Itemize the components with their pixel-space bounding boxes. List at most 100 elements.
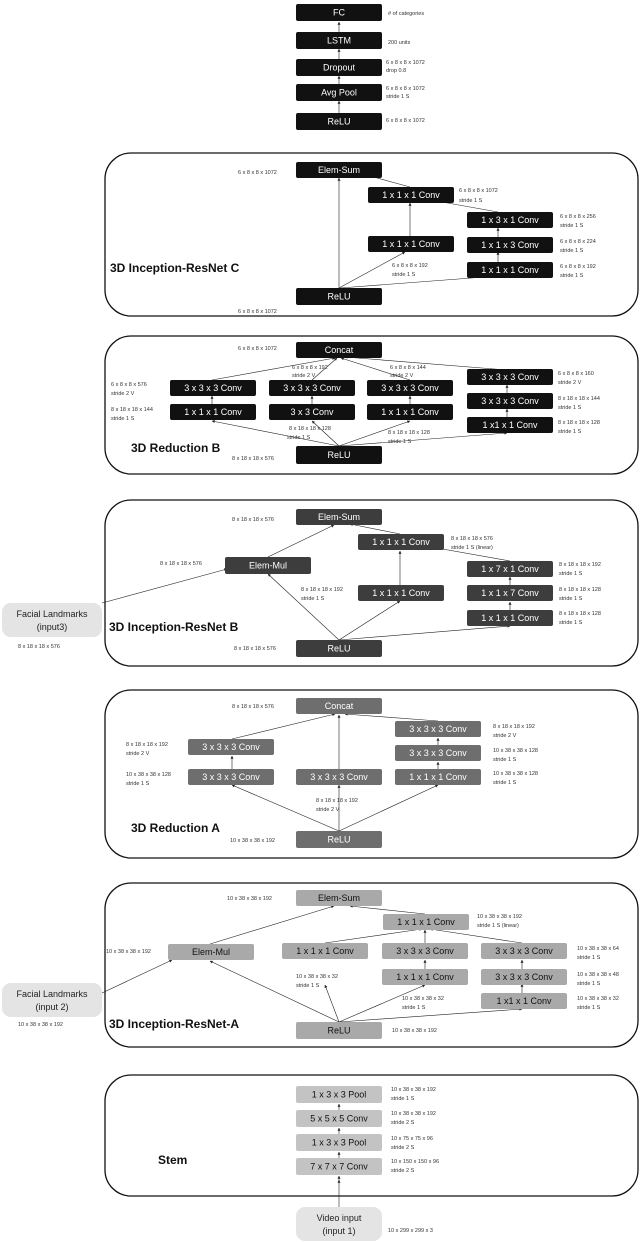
b-note-r1a: 8 x 18 x 18 x 192 — [559, 562, 601, 568]
a-note-c2b: stride 1 S — [402, 1005, 426, 1011]
b-r2-box — [467, 585, 553, 601]
b-relu-label: ReLU — [327, 644, 350, 654]
b-note-r1b: stride 1 S — [559, 571, 583, 577]
c-conv-a-box — [368, 187, 454, 203]
landmarks-input3-label: Facial Landmarks — [16, 609, 88, 619]
ra-relu-box — [296, 831, 382, 848]
a-c3b-box — [481, 969, 567, 985]
rb-note-c1a1: 6 x 8 x 8 x 576 — [111, 382, 147, 388]
c-note-b1: 6 x 8 x 8 x 256 — [560, 214, 596, 220]
stem-p2-box — [296, 1110, 382, 1127]
ra-note-r1b: stride 2 V — [493, 733, 517, 739]
video-input-box — [296, 1207, 382, 1241]
c-conv-e-box — [467, 262, 553, 278]
c-note-d1: 6 x 8 x 8 x 224 — [560, 239, 596, 245]
rb-note-c4b1: 8 x 18 x 18 x 144 — [558, 396, 600, 402]
ra-l2-box — [188, 769, 274, 785]
ra-l1-box — [188, 739, 274, 755]
stem-note-3a: 10 x 75 x 75 x 96 — [391, 1136, 433, 1142]
ra-note-r3b: stride 1 S — [493, 780, 517, 786]
stem-p3-label: 1 x 3 x 3 Pool — [312, 1138, 367, 1148]
dropout-note-2: drop 0.8 — [386, 68, 406, 74]
stem-p1-box — [296, 1086, 382, 1103]
landmarks-input2-label: Facial Landmarks — [16, 989, 88, 999]
block-b: 3D Inception-ResNet B Elem-Sum 1 x 1 x 1… — [2, 509, 601, 657]
a-elem-sum-box — [296, 890, 382, 906]
ra-note-l2b: stride 1 S — [126, 781, 150, 787]
b-note-mid2: stride 1 S — [301, 596, 325, 602]
c-conv-d-label: 1 x 1 x 3 Conv — [481, 240, 539, 250]
c-conv-d-box — [467, 237, 553, 253]
b-note-top2: stride 1 S (linear) — [451, 545, 493, 551]
fc-label: FC — [333, 8, 345, 18]
a-note-c1a: 10 x 38 x 38 x 32 — [296, 974, 338, 980]
avgpool-note-1: 6 x 8 x 8 x 1072 — [386, 86, 425, 92]
rb-concat-label: Concat — [325, 345, 354, 355]
top-stack: FC LSTM Dropout Avg Pool ReLU # of categ… — [296, 4, 425, 130]
rb-note-m2: stride 1 S — [287, 435, 311, 441]
c-note-b2: stride 1 S — [560, 223, 584, 229]
a-c2a-label: 3 x 3 x 3 Conv — [396, 946, 454, 956]
ra-l2-label: 3 x 3 x 3 Conv — [202, 772, 260, 782]
ra-note-l1b: stride 2 V — [126, 751, 150, 757]
rb-c4c-box — [467, 417, 553, 433]
dropout-note-1: 6 x 8 x 8 x 1072 — [386, 60, 425, 66]
reduction-b-title: 3D Reduction B — [131, 441, 221, 455]
ra-concat-label: Concat — [325, 701, 354, 711]
rb-c3a-label: 3 x 3 x 3 Conv — [381, 383, 439, 393]
a-note-c3c1: 10 x 38 x 38 x 32 — [577, 996, 619, 1002]
ra-note-l2a: 10 x 38 x 38 x 128 — [126, 772, 171, 778]
landmarks-input2-sub: (input 2) — [35, 1002, 68, 1012]
a-note-c3b1: 10 x 38 x 38 x 48 — [577, 972, 619, 978]
stem-note-4b: stride 2 S — [391, 1168, 415, 1174]
rb-note-m4: stride 1 S — [388, 439, 412, 445]
ra-concat-box — [296, 698, 382, 714]
c-note-c2: stride 1 S — [392, 272, 416, 278]
avgpool-box — [296, 84, 382, 101]
top-relu-label: ReLU — [327, 117, 350, 127]
top-relu-note: 6 x 8 x 8 x 1072 — [386, 118, 425, 124]
stem-p4-label: 7 x 7 x 7 Conv — [310, 1162, 368, 1172]
b-note-r3a: 8 x 18 x 18 x 128 — [559, 611, 601, 617]
rb-note-m1: 8 x 18 x 18 x 128 — [289, 426, 331, 432]
a-relu-label: ReLU — [327, 1026, 350, 1036]
rb-c1b-label: 1 x 1 x 1 Conv — [184, 407, 242, 417]
rb-note-c1b2: stride 1 S — [111, 416, 135, 422]
ra-note-concat: 8 x 18 x 18 x 576 — [232, 704, 274, 710]
rb-note-m3: 8 x 18 x 18 x 128 — [388, 430, 430, 436]
a-c2b-label: 1 x 1 x 1 Conv — [396, 972, 454, 982]
c-note-a1: 6 x 8 x 8 x 1072 — [459, 188, 498, 194]
c-relu-label: ReLU — [327, 292, 350, 302]
b-conv-mid-label: 1 x 1 x 1 Conv — [372, 588, 430, 598]
rb-c1b-box — [170, 404, 256, 420]
a-note-sum: 10 x 38 x 38 x 192 — [227, 896, 272, 902]
video-input-sub: (input 1) — [322, 1226, 355, 1236]
b-r3-label: 1 x 1 x 1 Conv — [481, 613, 539, 623]
stem-note-1b: stride 1 S — [391, 1096, 415, 1102]
a-note-c3a2: stride 1 S — [577, 955, 601, 961]
stem-p1-label: 1 x 3 x 3 Pool — [312, 1090, 367, 1100]
stem-note-2a: 10 x 38 x 38 x 192 — [391, 1111, 436, 1117]
ra-r2-box — [395, 745, 481, 761]
b-elem-mul-label: Elem-Mul — [249, 561, 287, 571]
rb-c2a-label: 3 x 3 x 3 Conv — [283, 383, 341, 393]
block-reduction-b: 3D Reduction B Concat 3 x 3 x 3 Conv 1 x… — [111, 342, 600, 464]
b-relu-box — [296, 640, 382, 657]
block-a-title: 3D Inception-ResNet-A — [109, 1017, 239, 1031]
c-elem-sum-label: Elem-Sum — [318, 165, 360, 175]
block-c: 3D Inception-ResNet C Elem-Sum 1 x 1 x 1… — [110, 162, 596, 315]
ra-note-l1a: 8 x 18 x 18 x 192 — [126, 742, 168, 748]
ra-r3-box — [395, 769, 481, 785]
c-note-e1: 6 x 8 x 8 x 192 — [560, 264, 596, 270]
ra-r1-box — [395, 721, 481, 737]
rb-concat-box — [296, 342, 382, 358]
c-conv-b-label: 1 x 3 x 1 Conv — [481, 215, 539, 225]
b-conv-top-label: 1 x 1 x 1 Conv — [372, 537, 430, 547]
a-note-c2a: 10 x 38 x 38 x 32 — [402, 996, 444, 1002]
a-conv-top-box — [383, 914, 469, 930]
c-conv-b-box — [467, 212, 553, 228]
lstm-note: 200 units — [388, 40, 411, 46]
rb-c4b-label: 3 x 3 x 3 Conv — [481, 396, 539, 406]
c-elem-sum-box — [296, 162, 382, 178]
